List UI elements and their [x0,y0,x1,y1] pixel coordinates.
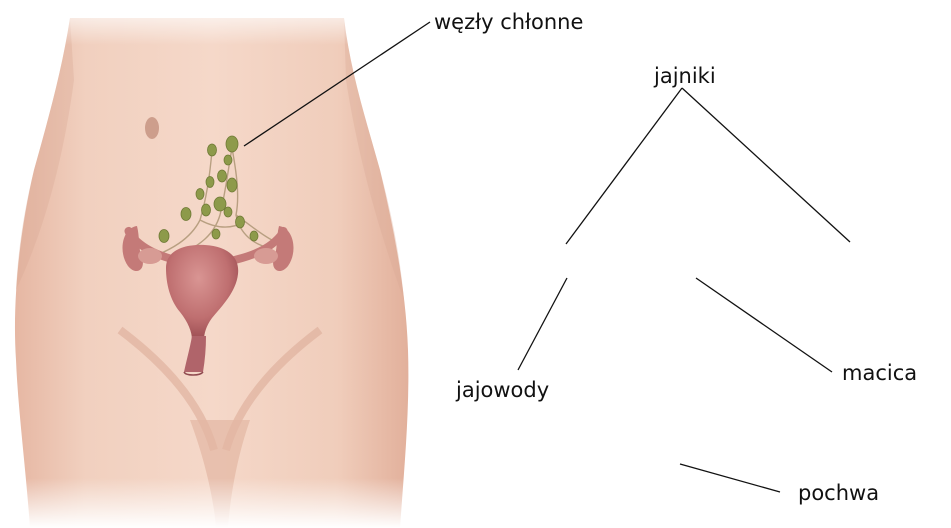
leader-pochwa [680,464,780,492]
tree-line-right [682,88,850,242]
label-ovaries: jajniki [653,64,716,88]
navel [145,117,159,139]
label-lymph-nodes: węzły chłonne [434,10,583,34]
label-fallopian-tubes: jajowody [455,378,549,402]
label-vagina: pochwa [798,481,879,505]
ovary-left [138,248,162,264]
label-uterus: macica [842,361,917,385]
leader-jajowody [518,278,567,370]
leader-macica [696,278,832,372]
tree-line-left [566,88,682,244]
ovary-right [254,248,278,264]
